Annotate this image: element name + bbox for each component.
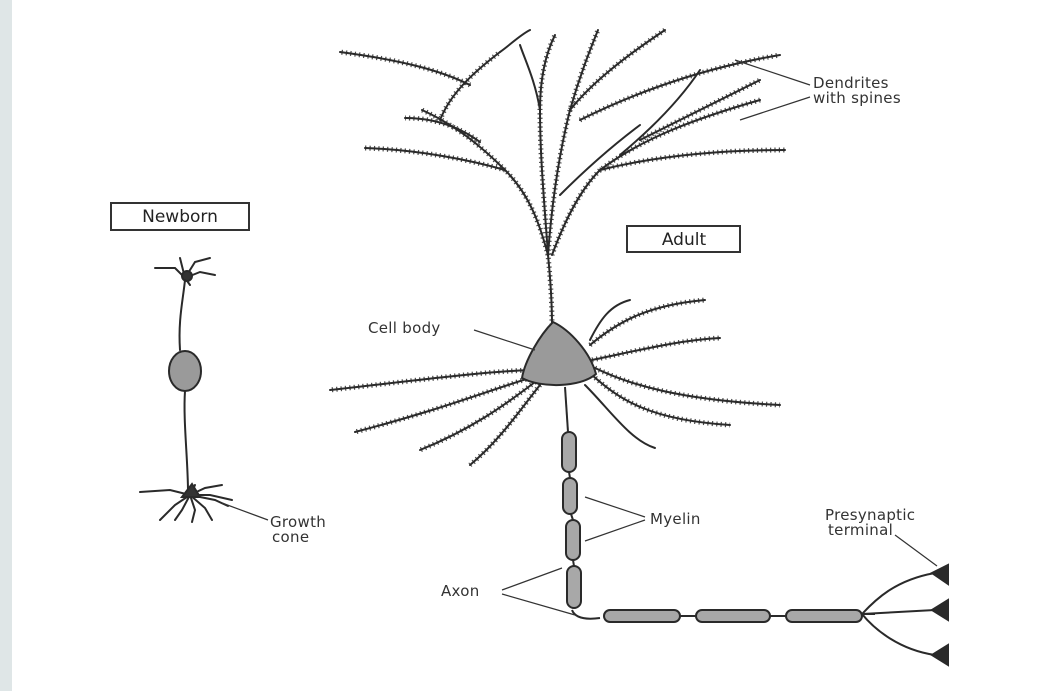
adult-axon xyxy=(565,387,875,619)
dendrites-callout xyxy=(735,60,810,120)
presynaptic-leader xyxy=(895,535,937,566)
myelin-label: Myelin xyxy=(650,510,701,528)
cell-body-label: Cell body xyxy=(368,319,441,337)
adult-cell-body xyxy=(522,322,596,385)
adult-label: Adult xyxy=(662,230,707,250)
axon-callout xyxy=(502,568,575,615)
newborn-label-box: Newborn xyxy=(111,203,249,230)
growth-cone-leader xyxy=(222,503,268,520)
adult-label-box: Adult xyxy=(627,226,740,252)
growth-cone-label-line2: cone xyxy=(272,528,309,546)
growth-cone xyxy=(140,484,232,522)
myelin-callout xyxy=(585,497,645,541)
newborn-label: Newborn xyxy=(142,207,218,227)
newborn-neuron xyxy=(140,258,232,522)
newborn-lower-process xyxy=(185,391,188,492)
presynaptic-label-line2: terminal xyxy=(828,521,893,539)
newborn-upper-process xyxy=(180,280,185,350)
dendritic-spines xyxy=(340,30,785,325)
adult-apical-dendrites xyxy=(340,30,785,325)
cell-body-leader xyxy=(474,330,535,350)
newborn-cell-body xyxy=(169,351,201,391)
myelin-sheath xyxy=(562,432,862,622)
axon-label: Axon xyxy=(441,582,480,600)
axon-nodes xyxy=(569,472,786,616)
dendrites-label-line2: with spines xyxy=(813,89,901,107)
